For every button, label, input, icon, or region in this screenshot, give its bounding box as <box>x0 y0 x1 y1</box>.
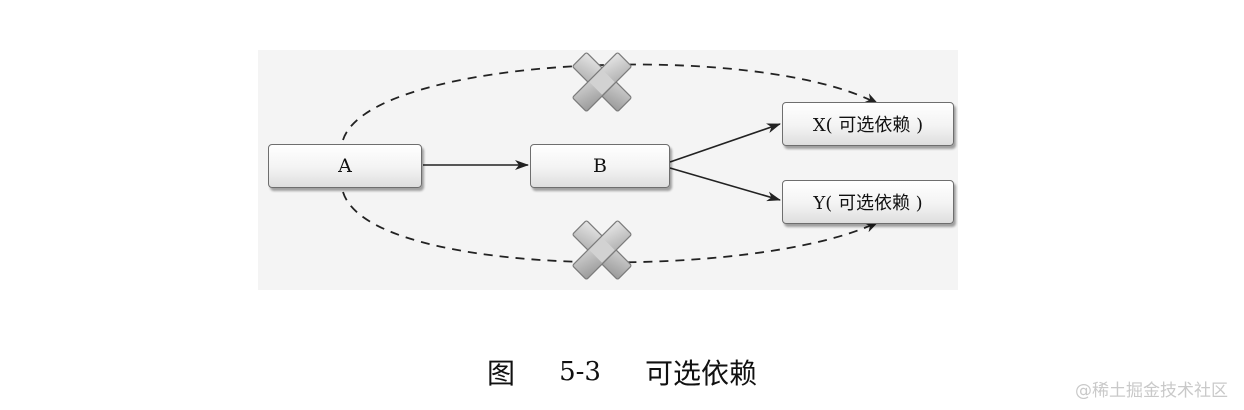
caption-title: 可选依赖 <box>644 357 757 390</box>
watermark: @稀土掘金技术社区 <box>1075 381 1228 401</box>
cross-icon <box>572 52 632 112</box>
node-b: B <box>530 144 670 188</box>
node-x-optional: X( 可选依赖 ) <box>782 102 954 146</box>
node-y-optional: Y( 可选依赖 ) <box>782 180 954 224</box>
edge-b-y <box>669 167 781 202</box>
figure-caption: 图 5-3 可选依赖 <box>0 352 1244 392</box>
caption-number: 5-3 <box>559 357 601 387</box>
node-a: A <box>268 144 422 188</box>
edge-b-x <box>669 123 781 163</box>
cross-icon <box>572 220 632 280</box>
caption-prefix: 图 <box>487 357 516 390</box>
